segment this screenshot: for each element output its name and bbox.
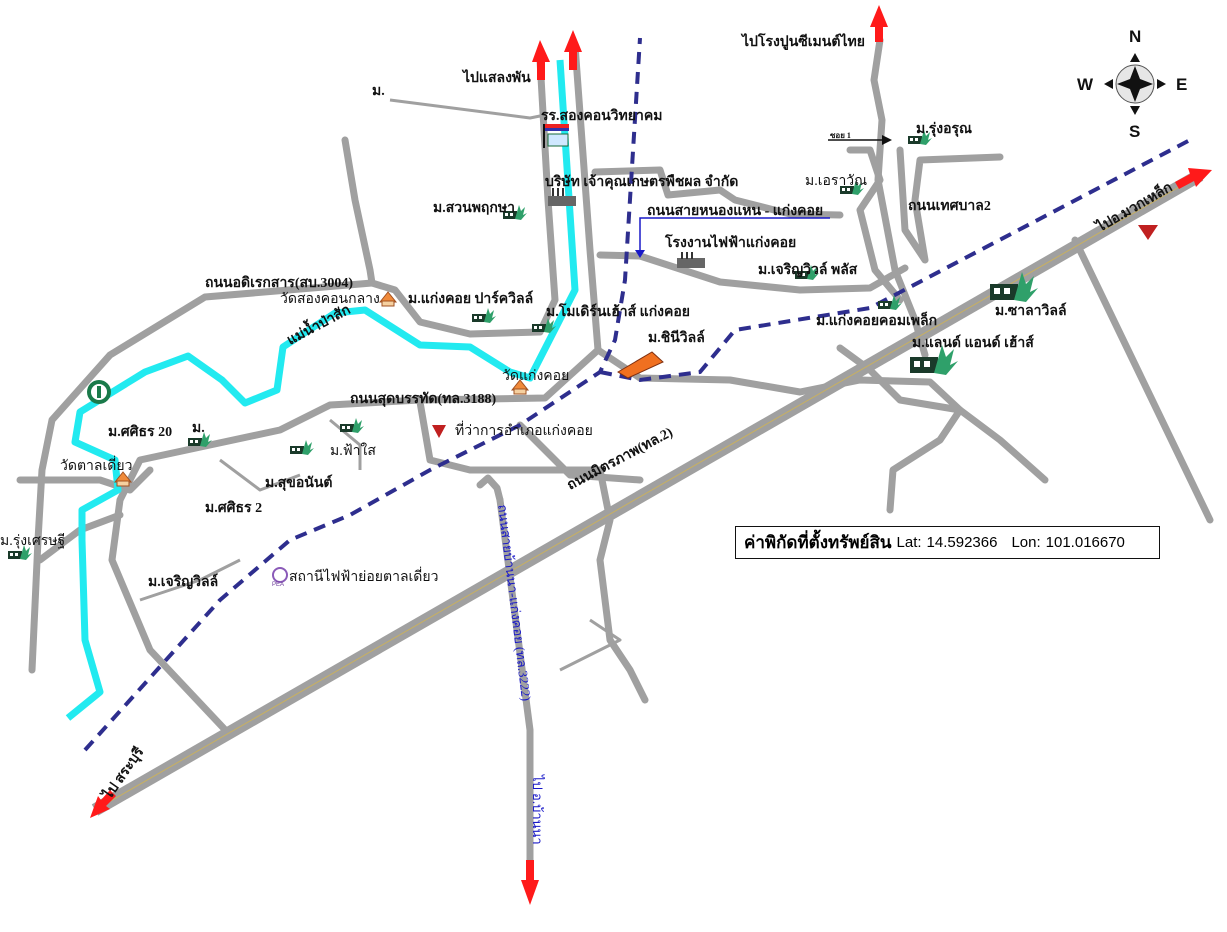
compass-e: E bbox=[1176, 75, 1187, 94]
village-icon bbox=[472, 308, 496, 323]
label-erawan: ม.เอราวัณ bbox=[805, 174, 867, 189]
hospital-icon bbox=[87, 380, 111, 404]
coordinates-box: ค่าพิกัดที่ตั้งทรัพย์สิน Lat: 14.592366 … bbox=[735, 526, 1160, 559]
label-suanphruksa: ม.สวนพฤกษา bbox=[433, 201, 515, 216]
label-fasai: ม.ฟ้าใส bbox=[330, 442, 376, 459]
label-rungarun: ม.รุ่งอรุณ bbox=[916, 121, 972, 137]
railway-branch bbox=[599, 138, 1191, 383]
label-to-cement: ไปโรงปูนซีเมนต์ไทย bbox=[740, 32, 865, 50]
direction-arrows bbox=[90, 5, 1212, 905]
label-sasithorn2: ม.ศศิธร 2 bbox=[205, 500, 262, 516]
village-icon bbox=[290, 440, 314, 455]
arrow-down-left-icon bbox=[90, 790, 116, 818]
school-flag-icon bbox=[543, 124, 569, 148]
label-salaville: ม.ซาลาวิลล์ bbox=[995, 302, 1067, 319]
compass-n: N bbox=[1129, 27, 1141, 46]
garuda-icon bbox=[432, 425, 446, 438]
compass-s: S bbox=[1129, 122, 1140, 141]
label-m-top: ม. bbox=[372, 84, 385, 99]
label-to-banna: ไป อ.บ้านนา bbox=[530, 774, 545, 845]
label-kk-complex: ม.แก่งคอยคอมเพล็ก bbox=[816, 311, 937, 329]
label-thesaban2: ถนนเทศบาล2 bbox=[908, 199, 991, 214]
label-to-muaklek: ไปอ.มวกเหล็ก bbox=[1091, 178, 1175, 237]
lon-value: 101.016670 bbox=[1045, 534, 1125, 551]
arrow-up-icon bbox=[532, 40, 550, 80]
label-power-plant: โรงงานไฟฟ้าแก่งคอย bbox=[664, 233, 796, 251]
railway-line bbox=[83, 37, 642, 752]
label-chiniville: ม.ชินีวิลล์ bbox=[648, 329, 705, 346]
label-sasithorn20: ม.ศศิธร 20 bbox=[108, 424, 172, 440]
temple-icon bbox=[379, 291, 397, 307]
label-wat-tandiao: วัดตาลเดี่ยว bbox=[60, 456, 132, 474]
label-charoenville: ม.เจริญวิลล์ bbox=[148, 573, 218, 590]
label-nongkhae-road: ถนนสายหนองแหน - แก่งคอย bbox=[647, 203, 823, 219]
label-modern-house: ม.โมเดิร์นเฮ้าส์ แก่งคอย bbox=[546, 302, 690, 320]
pea-logo-icon: PEA bbox=[272, 567, 288, 588]
label-sukanan: ม.สุขอนันต์ bbox=[265, 474, 332, 491]
garuda-icon bbox=[1138, 225, 1158, 240]
label-district-office: ที่ว่าการอำเภอแก่งคอย bbox=[455, 421, 593, 439]
label-banna-road: ถนนสายบ้านนา-แก่งคอย (ทล.3222) bbox=[495, 504, 534, 702]
label-school: รร.สองคอนวิทยาคม bbox=[541, 108, 662, 124]
label-sudbanthat-road: ถนนสุดบรรทัด(ทล.3188) bbox=[350, 391, 496, 407]
factory-icon bbox=[677, 252, 705, 268]
label-m-small: ม. bbox=[192, 421, 205, 436]
lat-value: 14.592366 bbox=[926, 534, 998, 551]
nongkhae-pointer bbox=[639, 217, 830, 255]
lat-label: Lat: bbox=[896, 534, 922, 551]
label-to-salaengphan: ไปแสลงพัน bbox=[461, 68, 531, 86]
arrow-up-icon bbox=[564, 30, 582, 70]
factory-icon bbox=[548, 188, 576, 206]
arrow-down-icon bbox=[521, 860, 539, 905]
coordinates-label: ค่าพิกัดที่ตั้งทรัพย์สิน bbox=[744, 533, 892, 552]
soi1-arrow-icon bbox=[882, 135, 892, 145]
label-charoen-plus: ม.เจริญวิวล์ พลัส bbox=[758, 261, 858, 278]
property-plot-icon bbox=[617, 351, 664, 379]
map-icons: PEA bbox=[8, 124, 1158, 588]
label-soi1: ซอย 1 bbox=[830, 131, 851, 140]
label-wat-songkhon: วัดสองคอนกลาง bbox=[280, 292, 380, 307]
label-rungsetthi: ม.รุ่งเศรษฐี bbox=[0, 533, 65, 549]
label-company: บริษัท เจ้าคุณเกษตรพืชผล จำกัด bbox=[545, 174, 738, 190]
arrow-right-icon bbox=[1175, 168, 1212, 189]
label-substation: สถานีไฟฟ้าย่อยตาลเดี่ยว bbox=[289, 567, 438, 585]
label-land-house: ม.แลนด์ แอนด์ เฮ้าส์ bbox=[912, 334, 1034, 351]
village-icon bbox=[340, 418, 364, 433]
svg-text:PEA: PEA bbox=[272, 582, 284, 588]
compass-w: W bbox=[1077, 75, 1094, 94]
label-adiraksan-road: ถนนอดิเรกสาร(สบ.3004) bbox=[205, 275, 353, 291]
lon-label: Lon: bbox=[1011, 534, 1041, 551]
label-parkville: ม.แก่งคอย ปาร์ควิลล์ bbox=[408, 290, 533, 307]
river-pasak bbox=[65, 59, 579, 721]
compass-rose: N E S W bbox=[1077, 27, 1187, 141]
label-wat-kaengkhoi: วัดแก่งคอย bbox=[502, 369, 569, 384]
arrow-up-icon bbox=[870, 5, 888, 42]
